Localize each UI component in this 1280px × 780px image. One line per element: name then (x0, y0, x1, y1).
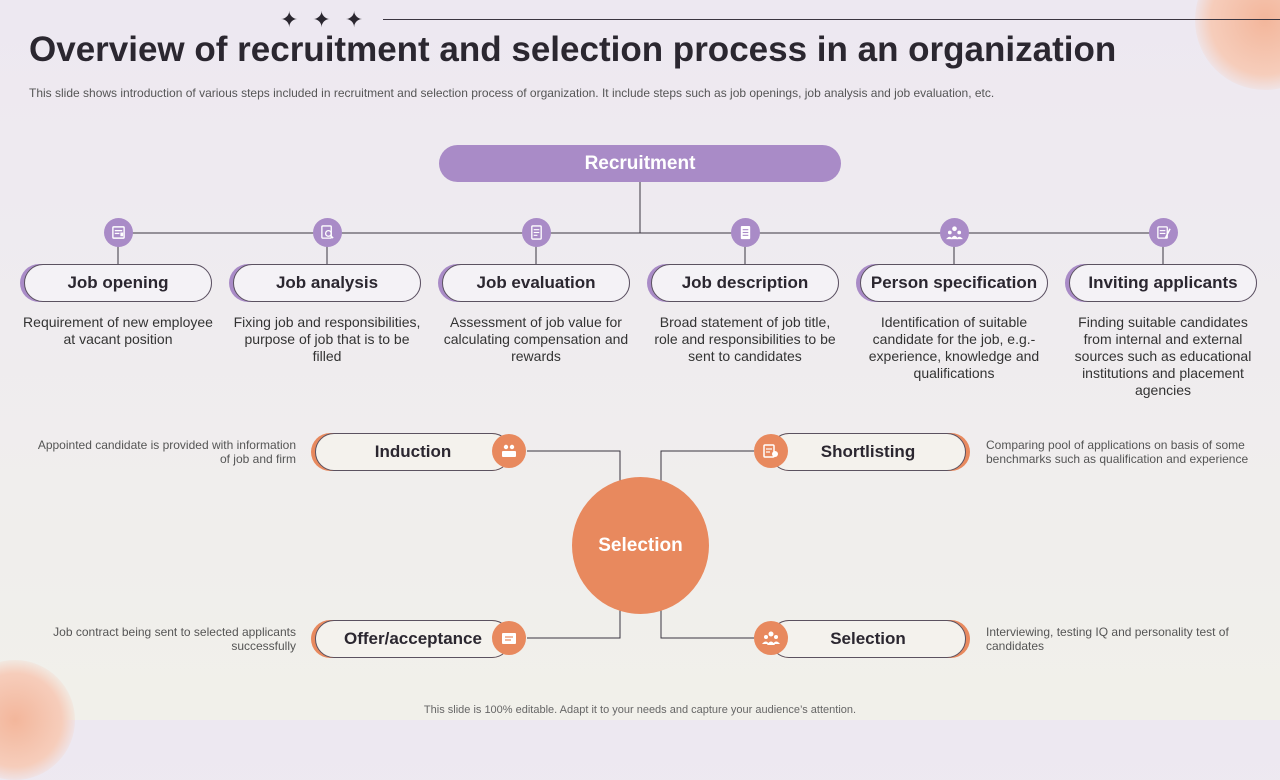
step-job-description: Job description (647, 264, 839, 302)
selection-desc: Interviewing, testing IQ and personality… (986, 625, 1229, 653)
induction-desc: Appointed candidate is provided with inf… (37, 438, 296, 466)
step-person-specification: Person specification (856, 264, 1048, 302)
step-inviting-applicants: Inviting applicants (1065, 264, 1257, 302)
magnifier-document-icon (313, 218, 342, 247)
contract-icon (492, 621, 526, 655)
sparkle-icons: ✦✦✦ (280, 7, 378, 32)
stage-induction: Induction (311, 433, 511, 471)
people-icon (940, 218, 969, 247)
step-job-evaluation-desc: Assessment of job value for calculating … (443, 314, 629, 364)
footer-note: This slide is 100% editable. Adapt it to… (423, 704, 857, 716)
step-job-opening-desc: Requirement of new employee at vacant po… (23, 314, 213, 347)
page-title: Overview of recruitment and selection pr… (29, 30, 1117, 69)
step-person-specification-desc: Identification of suitable candidate for… (868, 314, 1040, 381)
stage-shortlisting: Shortlisting (770, 433, 970, 471)
group-icon (754, 621, 788, 655)
step-job-opening: Job opening (20, 264, 212, 302)
offer-acceptance-desc: Job contract being sent to selected appl… (53, 625, 296, 653)
document-icon (104, 218, 133, 247)
stage-selection: Selection (770, 620, 970, 658)
top-divider (383, 19, 1280, 20)
shortlisting-desc: Comparing pool of applications on basis … (986, 438, 1249, 466)
step-job-analysis: Job analysis (229, 264, 421, 302)
recruitment-header: Recruitment (439, 145, 841, 182)
page-subtitle: This slide shows introduction of various… (29, 86, 995, 100)
selection-hub: Selection (572, 477, 709, 614)
checklist-icon (522, 218, 551, 247)
step-inviting-applicants-desc: Finding suitable candidates from interna… (1074, 314, 1252, 398)
list-document-icon (731, 218, 760, 247)
shortlist-icon (754, 434, 788, 468)
handshake-icon (492, 434, 526, 468)
step-job-description-desc: Broad statement of job title, role and r… (654, 314, 836, 364)
application-icon (1149, 218, 1178, 247)
step-job-analysis-desc: Fixing job and responsibilities, purpose… (233, 314, 421, 364)
step-job-evaluation: Job evaluation (438, 264, 630, 302)
stage-offer-acceptance: Offer/acceptance (311, 620, 511, 658)
